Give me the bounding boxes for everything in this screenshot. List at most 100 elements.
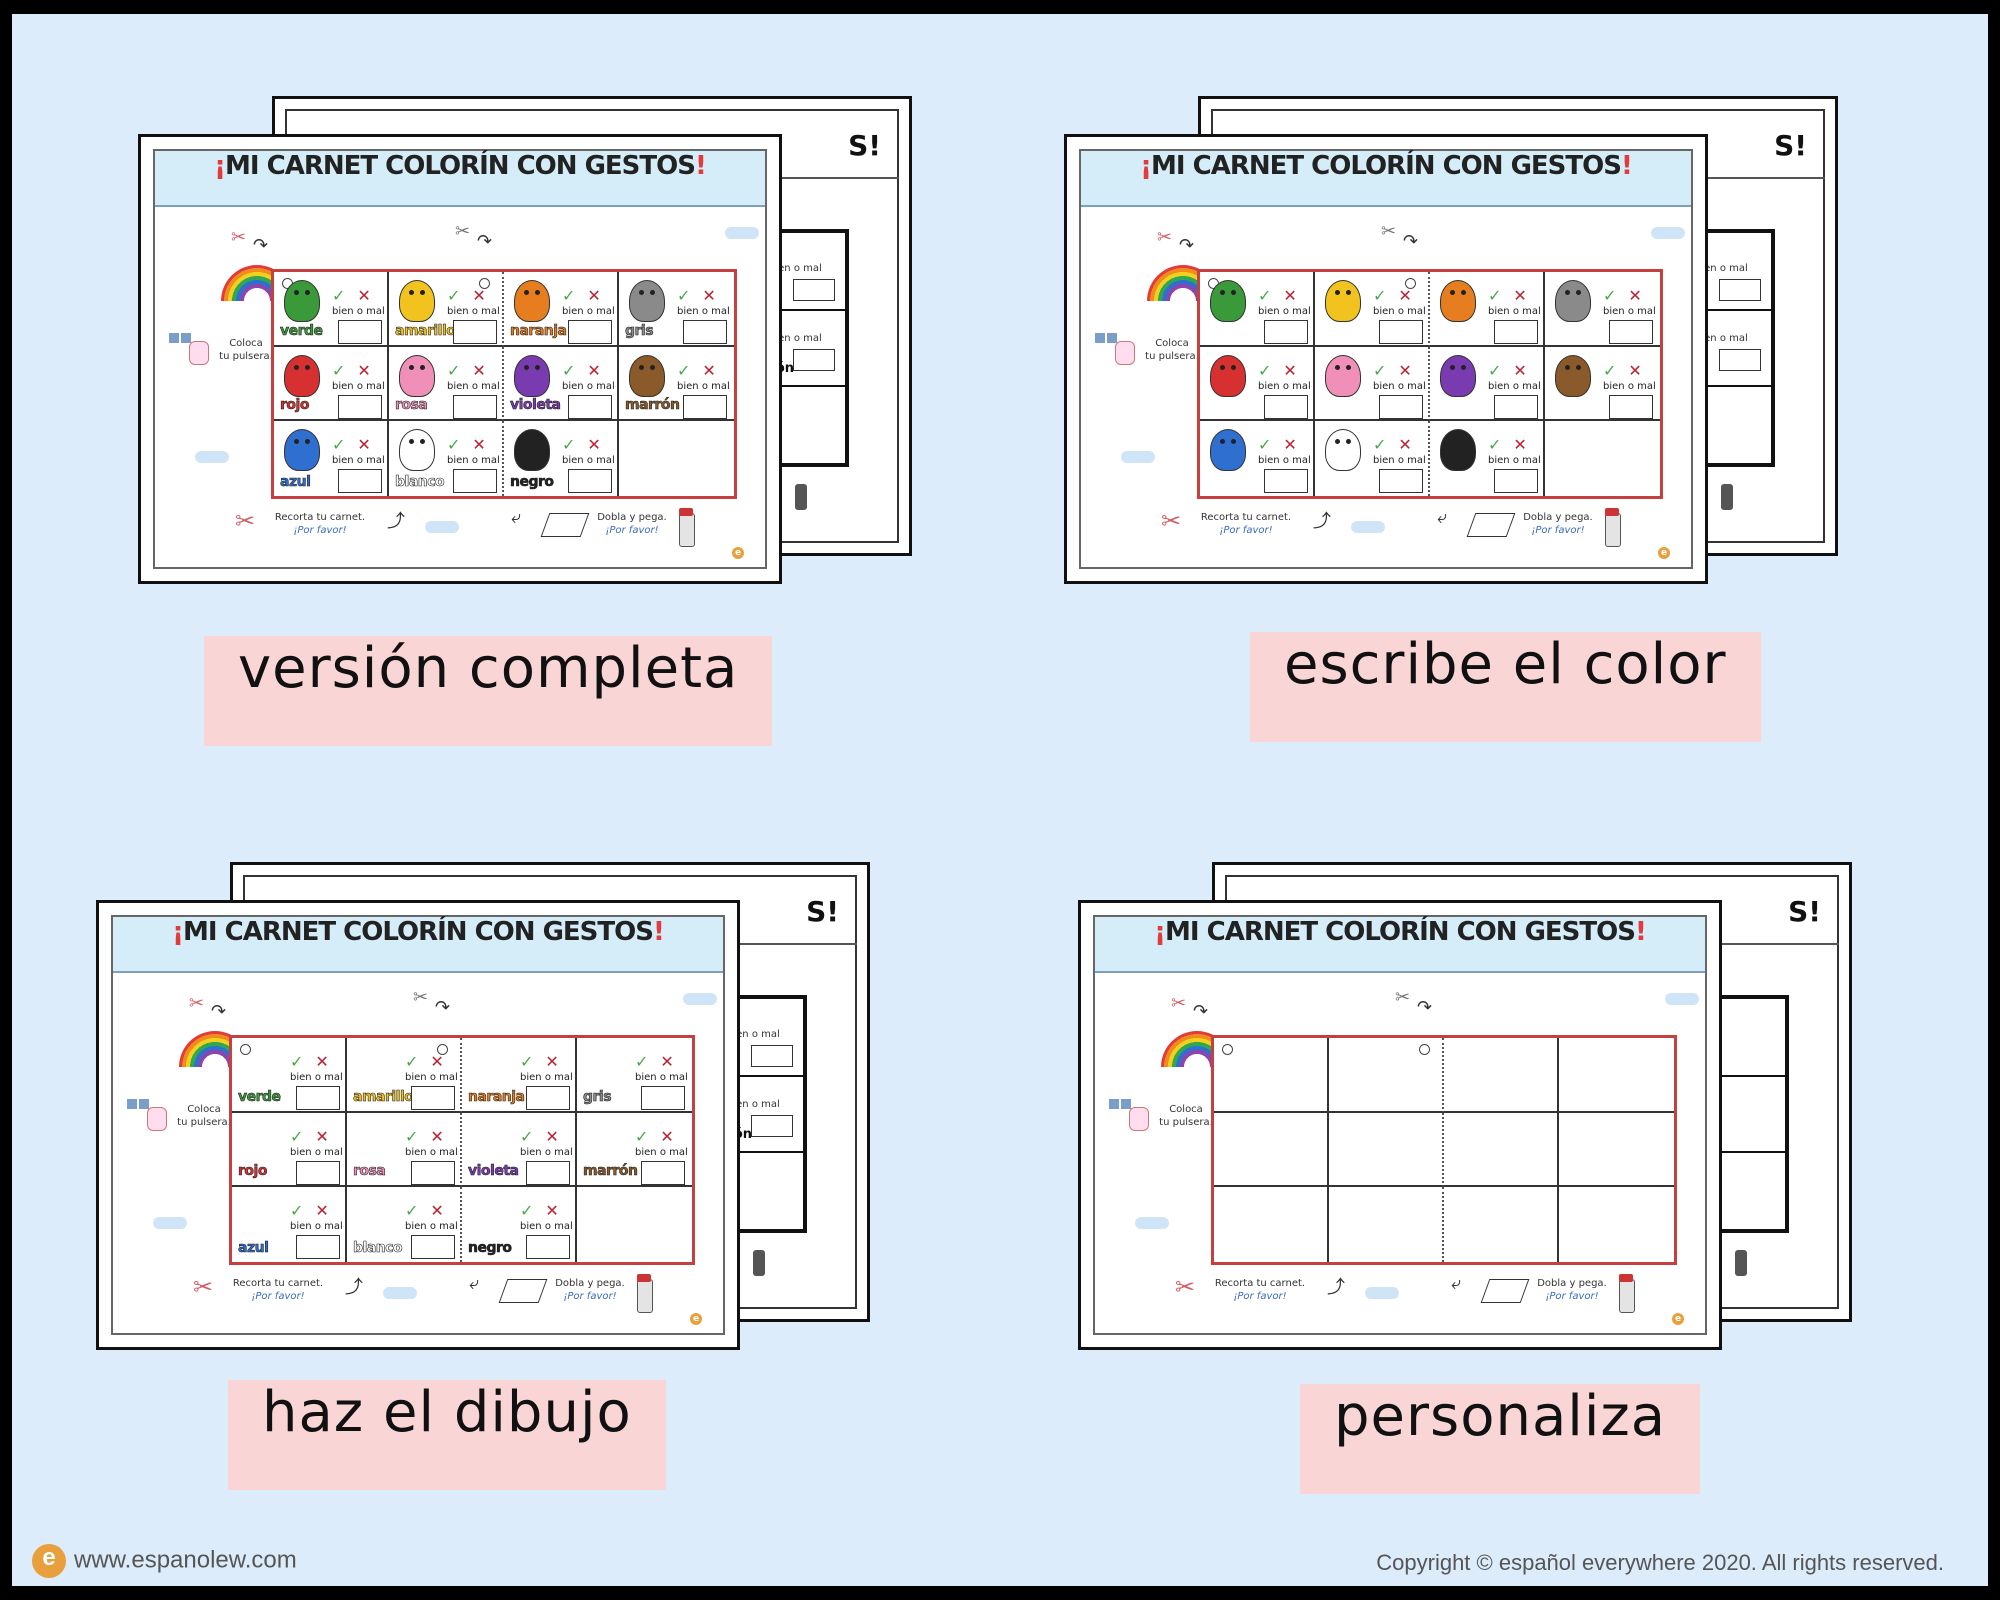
check-icon: ✓ xyxy=(405,1052,419,1071)
front-sheet: ¡MI CARNET COLORÍN CON GESTOS!✂↷✂↷Coloca… xyxy=(1078,900,1722,1350)
cloud-icon xyxy=(195,451,229,463)
answer-box[interactable] xyxy=(338,320,382,344)
cloud-icon xyxy=(1351,521,1385,533)
arrow-icon: ⤶ xyxy=(511,507,522,528)
answer-box[interactable] xyxy=(568,469,612,494)
answer-box[interactable] xyxy=(526,1160,570,1185)
check-icon: ✓ xyxy=(447,435,461,455)
variant-label: versión completa xyxy=(204,636,773,746)
back-divider xyxy=(1685,385,1771,387)
answer-box[interactable] xyxy=(1609,394,1653,419)
answer-box[interactable] xyxy=(296,1160,340,1185)
bien-mal-label: bien o mal xyxy=(1603,380,1656,392)
answer-box[interactable] xyxy=(453,320,497,344)
card-cell: marrón✓✕bien o mal xyxy=(577,1113,692,1188)
answer-box[interactable] xyxy=(683,320,727,344)
answer-box[interactable] xyxy=(1379,394,1423,419)
answer-box[interactable] xyxy=(1494,320,1538,344)
answer-box[interactable] xyxy=(1264,320,1308,344)
back-write-box[interactable] xyxy=(751,1115,793,1137)
back-divider xyxy=(1685,309,1771,311)
bien-mal-label: bien o mal xyxy=(562,306,615,317)
glue-stick-icon xyxy=(679,508,695,547)
color-picture-icon xyxy=(629,280,665,322)
glue-stick-icon xyxy=(637,1274,653,1313)
check-icon: ✓ xyxy=(1488,286,1502,305)
answer-box[interactable] xyxy=(526,1086,570,1110)
answer-box[interactable] xyxy=(1264,469,1308,494)
answer-box[interactable] xyxy=(453,394,497,419)
answer-box[interactable] xyxy=(411,1160,455,1185)
answer-box[interactable] xyxy=(1494,469,1538,494)
tick-cross-marks: ✓✕ xyxy=(332,286,371,305)
check-icon: ✓ xyxy=(520,1126,534,1146)
answer-box[interactable] xyxy=(1379,469,1423,494)
answer-box[interactable] xyxy=(683,394,727,419)
answer-box[interactable] xyxy=(296,1086,340,1110)
back-divider xyxy=(759,385,845,387)
card-cell xyxy=(1444,1187,1559,1262)
recorta-note: Recorta tu carnet.¡Por favor! xyxy=(274,512,366,536)
answer-box[interactable] xyxy=(526,1235,570,1260)
check-icon: ✓ xyxy=(520,1201,534,1221)
front-sheet: ¡MI CARNET COLORÍN CON GESTOS!✂↷✂↷Coloca… xyxy=(1064,134,1708,584)
tick-cross-marks: ✓✕ xyxy=(1258,435,1297,454)
card-cell: ✓✕bien o mal xyxy=(1545,347,1660,422)
answer-box[interactable] xyxy=(411,1235,455,1260)
check-icon: ✓ xyxy=(562,360,576,380)
answer-box[interactable] xyxy=(568,320,612,344)
cross-icon: ✕ xyxy=(660,1126,674,1146)
color-name: gris xyxy=(625,322,654,339)
tick-cross-marks: ✓✕ xyxy=(290,1052,329,1071)
punch-hole-icon xyxy=(240,1044,251,1055)
answer-box[interactable] xyxy=(641,1160,685,1185)
answer-box[interactable] xyxy=(1379,320,1423,344)
arrow-icon: ⤴ xyxy=(387,511,405,532)
color-name: rojo xyxy=(280,397,310,414)
check-icon: ✓ xyxy=(520,1052,534,1071)
website-link[interactable]: www.espanolew.com xyxy=(74,1546,297,1574)
answer-box[interactable] xyxy=(338,469,382,494)
back-write-box[interactable] xyxy=(1719,349,1761,371)
back-write-box[interactable] xyxy=(793,349,835,371)
bien-mal-label: bien o mal xyxy=(405,1221,458,1233)
answer-box[interactable] xyxy=(1494,394,1538,419)
answer-box[interactable] xyxy=(1264,394,1308,419)
variant-label: haz el dibujo xyxy=(228,1380,666,1490)
card-cell xyxy=(1559,1038,1674,1113)
bien-mal-label: bien o mal xyxy=(1373,306,1426,317)
card-cell: ✓✕bien o mal xyxy=(1430,346,1545,422)
answer-box[interactable] xyxy=(641,1086,685,1110)
arrow-icon: ⤶ xyxy=(469,1273,480,1294)
arrow-icon: ↷ xyxy=(1193,1001,1209,1022)
card-inner: ¡MI CARNET COLORÍN CON GESTOS!✂↷✂↷Coloca… xyxy=(111,915,725,1335)
tick-cross-marks: ✓✕ xyxy=(447,435,486,454)
card-cell xyxy=(1559,1187,1674,1262)
card-cell: verde✓✕bien o mal xyxy=(274,272,389,347)
scissors-icon: ✂ xyxy=(231,227,247,248)
check-icon: ✓ xyxy=(290,1126,304,1146)
back-title-fragment: S! xyxy=(848,129,881,162)
hand-icon xyxy=(1115,341,1135,365)
scissors-icon: ✂ xyxy=(1157,227,1173,248)
answer-box[interactable] xyxy=(411,1086,455,1110)
card-cell: ✓✕bien o mal xyxy=(1315,272,1430,347)
pliers-icon: ✂ xyxy=(455,221,471,242)
color-name: rosa xyxy=(395,397,428,414)
answer-box[interactable] xyxy=(568,394,612,419)
color-picture-icon xyxy=(629,354,665,397)
color-name: naranja xyxy=(468,1088,526,1105)
color-picture-icon xyxy=(399,280,435,322)
answer-box[interactable] xyxy=(453,469,497,494)
answer-box[interactable] xyxy=(296,1235,340,1260)
answer-box[interactable] xyxy=(338,394,382,419)
cloud-icon xyxy=(683,993,717,1005)
back-write-box[interactable] xyxy=(793,279,835,301)
back-write-box[interactable] xyxy=(1719,279,1761,301)
variant-label: escribe el color xyxy=(1250,632,1761,742)
answer-box[interactable] xyxy=(1609,320,1653,344)
back-write-box[interactable] xyxy=(751,1045,793,1067)
